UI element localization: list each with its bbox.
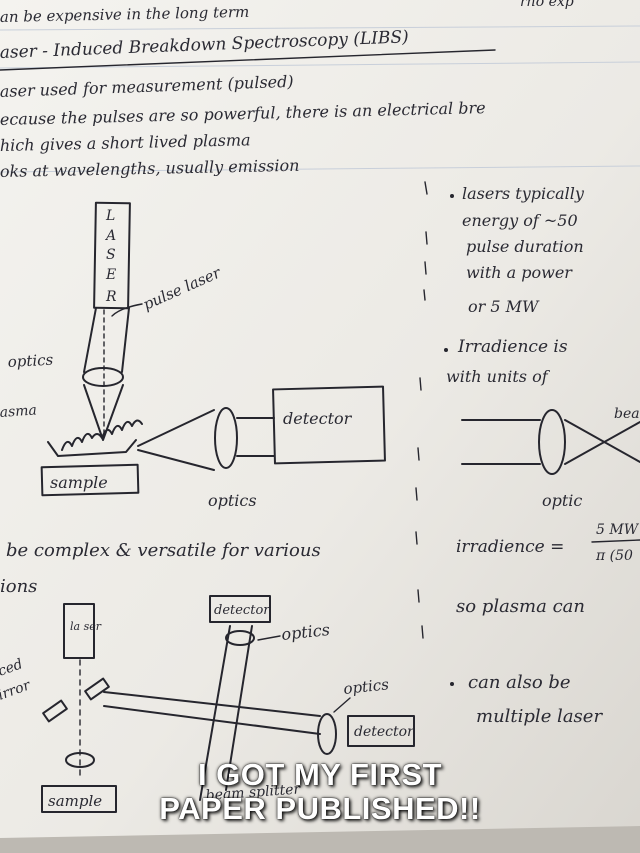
collection-lines: [137, 409, 215, 471]
irradience-is: Irradience is: [457, 337, 568, 357]
line-expensive: an be expensive in the long term: [0, 3, 249, 26]
focus-cone: [83, 384, 124, 441]
ions-line: ions: [0, 576, 37, 597]
table-edge: [0, 826, 640, 853]
right-notes: lasers typically energy of ~50 pulse dur…: [444, 184, 640, 727]
main-beam: [103, 691, 321, 735]
sample-label: sample: [50, 473, 108, 492]
small-lens: [65, 752, 95, 768]
right-lens: [317, 713, 337, 755]
sample-bottom-box: [41, 785, 117, 813]
laser-letter-r: R: [105, 289, 117, 305]
energy-of: energy of ~50: [462, 211, 578, 230]
top-lens: [225, 630, 255, 646]
laser-letter-s: S: [106, 247, 116, 263]
multiple-laser: multiple laser: [476, 706, 603, 727]
formula-lhs: irradience =: [456, 537, 564, 557]
lens2: [538, 409, 566, 475]
laser-letter-a: A: [104, 228, 116, 244]
optics-lens: [82, 367, 124, 387]
detector-right-label: detector: [354, 724, 415, 740]
formula-den: π (50: [595, 548, 633, 564]
plasma-squiggle: [61, 419, 143, 451]
lens2-incoming: [461, 419, 541, 465]
optics-right-label: optics: [343, 675, 390, 698]
laser-tube: [93, 201, 131, 310]
lens2-focus: [564, 419, 640, 465]
bottom-diagram: be complex & versatile for various ions …: [0, 540, 415, 813]
optics-bottom-label: optics: [208, 491, 257, 510]
lasers-typically: lasers typically: [462, 184, 585, 203]
caption-line-2: PAPER PUBLISHED!!: [159, 791, 481, 826]
mirror-right: [84, 677, 110, 701]
or-5mw: or 5 MW: [468, 297, 540, 316]
detector-right-box: [347, 715, 415, 747]
complex-line: be complex & versatile for various: [6, 540, 321, 561]
detector-label: detector: [283, 409, 353, 428]
collection-lens: [214, 407, 238, 469]
can-also: can also be: [468, 672, 571, 693]
plasma-base: [47, 439, 137, 457]
with-a-power: with a power: [466, 263, 573, 282]
vertical-beam: [199, 625, 253, 801]
beam-splitter-label: beam splitter: [205, 781, 302, 804]
detector-box: [272, 385, 386, 465]
small-laser-label: la ser: [70, 620, 102, 633]
optics-label: optics: [7, 351, 54, 371]
detector-top-label: detector: [214, 603, 270, 618]
mirror-left: [42, 699, 68, 723]
caption-line-1: I GOT MY FIRST: [197, 757, 443, 792]
laser-letter-l: L: [105, 208, 115, 224]
so-plasma: so plasma can: [456, 596, 585, 617]
column-divider: [415, 181, 428, 639]
pulse-duration: pulse duration: [466, 237, 584, 256]
formula-num: 5 MW: [596, 522, 640, 538]
laser-letter-e: E: [105, 267, 116, 283]
sample-box: [40, 463, 140, 497]
small-laser-box: [63, 603, 95, 659]
sample-bottom-label: sample: [48, 792, 102, 810]
pulse-laser-pointer: [111, 303, 143, 317]
top-cut-line: rho exp: [520, 0, 574, 10]
beam-label: bea: [614, 406, 640, 422]
detector-top-box: [209, 595, 271, 623]
beam-sides: [83, 307, 130, 373]
optic-label: optic: [542, 491, 582, 510]
to-detector-lines: [236, 417, 275, 457]
optics-top-label: optics: [280, 620, 330, 644]
ruled-lines: [0, 25, 640, 173]
with-units-of: with units of: [446, 367, 551, 386]
video-caption: I GOT MY FIRST PAPER PUBLISHED!!: [0, 758, 640, 826]
heading-underline: [0, 49, 496, 71]
plasma-label: asma: [0, 402, 37, 421]
formula-bar: [591, 539, 640, 543]
